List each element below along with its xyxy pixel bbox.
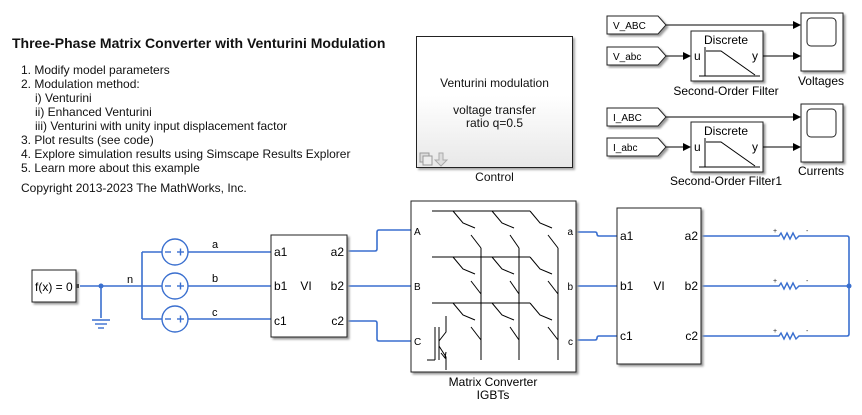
from-tag-I_abc[interactable]	[606, 137, 667, 157]
step-3[interactable]: 3. Plot results (see code)	[21, 133, 154, 147]
vi-left-port-b1: b1	[274, 279, 288, 293]
vi-right-port-a1: a1	[620, 229, 634, 243]
matrix-port-c: c	[568, 337, 573, 348]
control-line-2: voltage transfer	[453, 103, 536, 117]
resistor-c[interactable]	[776, 331, 806, 341]
vi-right-port-a2: a2	[685, 229, 699, 243]
solver-configuration-label: f(x) = 0	[35, 280, 73, 294]
filter-currents-label: Second-Order Filter1	[670, 174, 782, 188]
filter-output-port: y	[752, 49, 758, 63]
neutral-node-label: n	[127, 274, 133, 286]
model-title: Three-Phase Matrix Converter with Ventur…	[12, 35, 386, 51]
currents-group: I_ABC I_abc Discrete u y	[606, 103, 844, 173]
step-2: 2. Modulation method:	[21, 77, 140, 91]
from-tag-I_abc-label: I_abc	[613, 143, 637, 154]
instructions-list: 1. Modify model parameters 2. Modulation…	[21, 63, 350, 175]
phase-label-a: a	[212, 239, 219, 251]
scope-voltages-label: Voltages	[798, 74, 844, 88]
resistor-c-minus: -	[806, 328, 809, 335]
filter1-output-port: y	[752, 140, 758, 154]
resistor-a-plus: +	[773, 228, 777, 235]
vi-measurement-left-block[interactable]	[270, 234, 348, 338]
filter1-title: Discrete	[704, 124, 748, 138]
copyright-text: Copyright 2013-2023 The MathWorks, Inc.	[21, 181, 247, 195]
filter1-input-port: u	[694, 140, 701, 154]
phase-label-b: b	[212, 273, 218, 285]
vi-measurement-right-block[interactable]	[616, 207, 702, 365]
vi-left-port-b2: b2	[331, 279, 345, 293]
lowpass-response-icon	[699, 138, 760, 168]
matrix-converter-label: Matrix Converter	[449, 375, 538, 389]
step-2-option-1[interactable]: i) Venturini	[35, 91, 92, 105]
filter-voltages-label: Second-Order Filter	[673, 84, 778, 98]
filter-title: Discrete	[704, 33, 748, 47]
matrix-switch-icon	[427, 210, 559, 370]
control-line-1: Venturini modulation	[440, 76, 549, 90]
scope-screen-icon	[806, 108, 837, 138]
from-tag-V_abc[interactable]	[606, 46, 667, 66]
vi-right-port-b1: b1	[620, 279, 634, 293]
control-line-3: ratio q=0.5	[465, 116, 524, 130]
vi-left-port-a2: a2	[331, 245, 345, 259]
voltages-group: V_ABC V_abc Discrete u y	[606, 12, 844, 82]
phase-label-c: c	[212, 307, 218, 319]
matrix-converter-sublabel: IGBTs	[477, 388, 510, 402]
step-4[interactable]: 4. Explore simulation results using Sims…	[21, 147, 351, 161]
solver-configuration-block[interactable]	[31, 269, 77, 303]
from-tag-V_ABC-label: V_ABC	[613, 21, 646, 32]
resistor-c-plus: +	[773, 328, 777, 335]
vi-right-port-c2: c2	[685, 329, 698, 343]
step-2-option-2[interactable]: ii) Enhanced Venturini	[35, 105, 152, 119]
vi-left-center-label: VI	[300, 279, 311, 293]
ac-voltage-source-b[interactable]	[161, 272, 189, 300]
solver-port	[76, 284, 79, 288]
scope-currents-label: Currents	[798, 164, 844, 178]
step-5[interactable]: 5. Learn more about this example	[21, 161, 200, 175]
resistor-b[interactable]	[776, 281, 806, 291]
control-subsystem-block[interactable]: Venturini modulation voltage transfer ra…	[416, 36, 573, 168]
matrix-port-b: b	[567, 282, 573, 293]
vi-right-port-c1: c1	[620, 329, 633, 343]
resistor-a-minus: -	[806, 228, 809, 235]
step-1[interactable]: 1. Modify model parameters	[21, 63, 170, 77]
matrix-converter-block[interactable]	[410, 200, 577, 373]
vi-left-port-c1: c1	[274, 314, 287, 328]
matrix-port-B: B	[414, 282, 421, 293]
control-label: Control	[475, 170, 514, 184]
vi-right-port-b2: b2	[685, 279, 699, 293]
step-2-option-3[interactable]: iii) Venturini with unity input displace…	[35, 119, 288, 133]
from-tag-I_ABC-label: I_ABC	[613, 113, 642, 124]
load-resistors	[776, 231, 806, 341]
lowpass-response-icon	[699, 47, 760, 77]
matrix-port-a: a	[567, 227, 573, 238]
matrix-port-C: C	[414, 337, 421, 348]
ac-voltage-source-c[interactable]	[161, 305, 189, 333]
vi-left-port-c2: c2	[331, 314, 344, 328]
ac-voltage-source-a[interactable]	[161, 238, 189, 266]
filter-input-port: u	[694, 49, 701, 63]
ground-icon[interactable]	[92, 319, 110, 329]
from-tag-V_abc-label: V_abc	[613, 52, 641, 63]
subsystem-link-icon	[419, 152, 449, 167]
vi-right-center-label: VI	[653, 279, 664, 293]
from-tag-V_ABC[interactable]	[606, 15, 667, 35]
resistor-b-minus: -	[806, 278, 809, 285]
vi-left-port-a1: a1	[274, 245, 288, 259]
resistor-b-plus: +	[773, 278, 777, 285]
voltage-sources	[161, 238, 189, 333]
junction-dot	[98, 283, 104, 289]
matrix-port-A: A	[414, 227, 421, 238]
scope-screen-icon	[806, 17, 837, 47]
from-tag-I_ABC[interactable]	[606, 107, 667, 127]
junction-dot	[846, 283, 852, 289]
resistor-a[interactable]	[776, 231, 806, 241]
